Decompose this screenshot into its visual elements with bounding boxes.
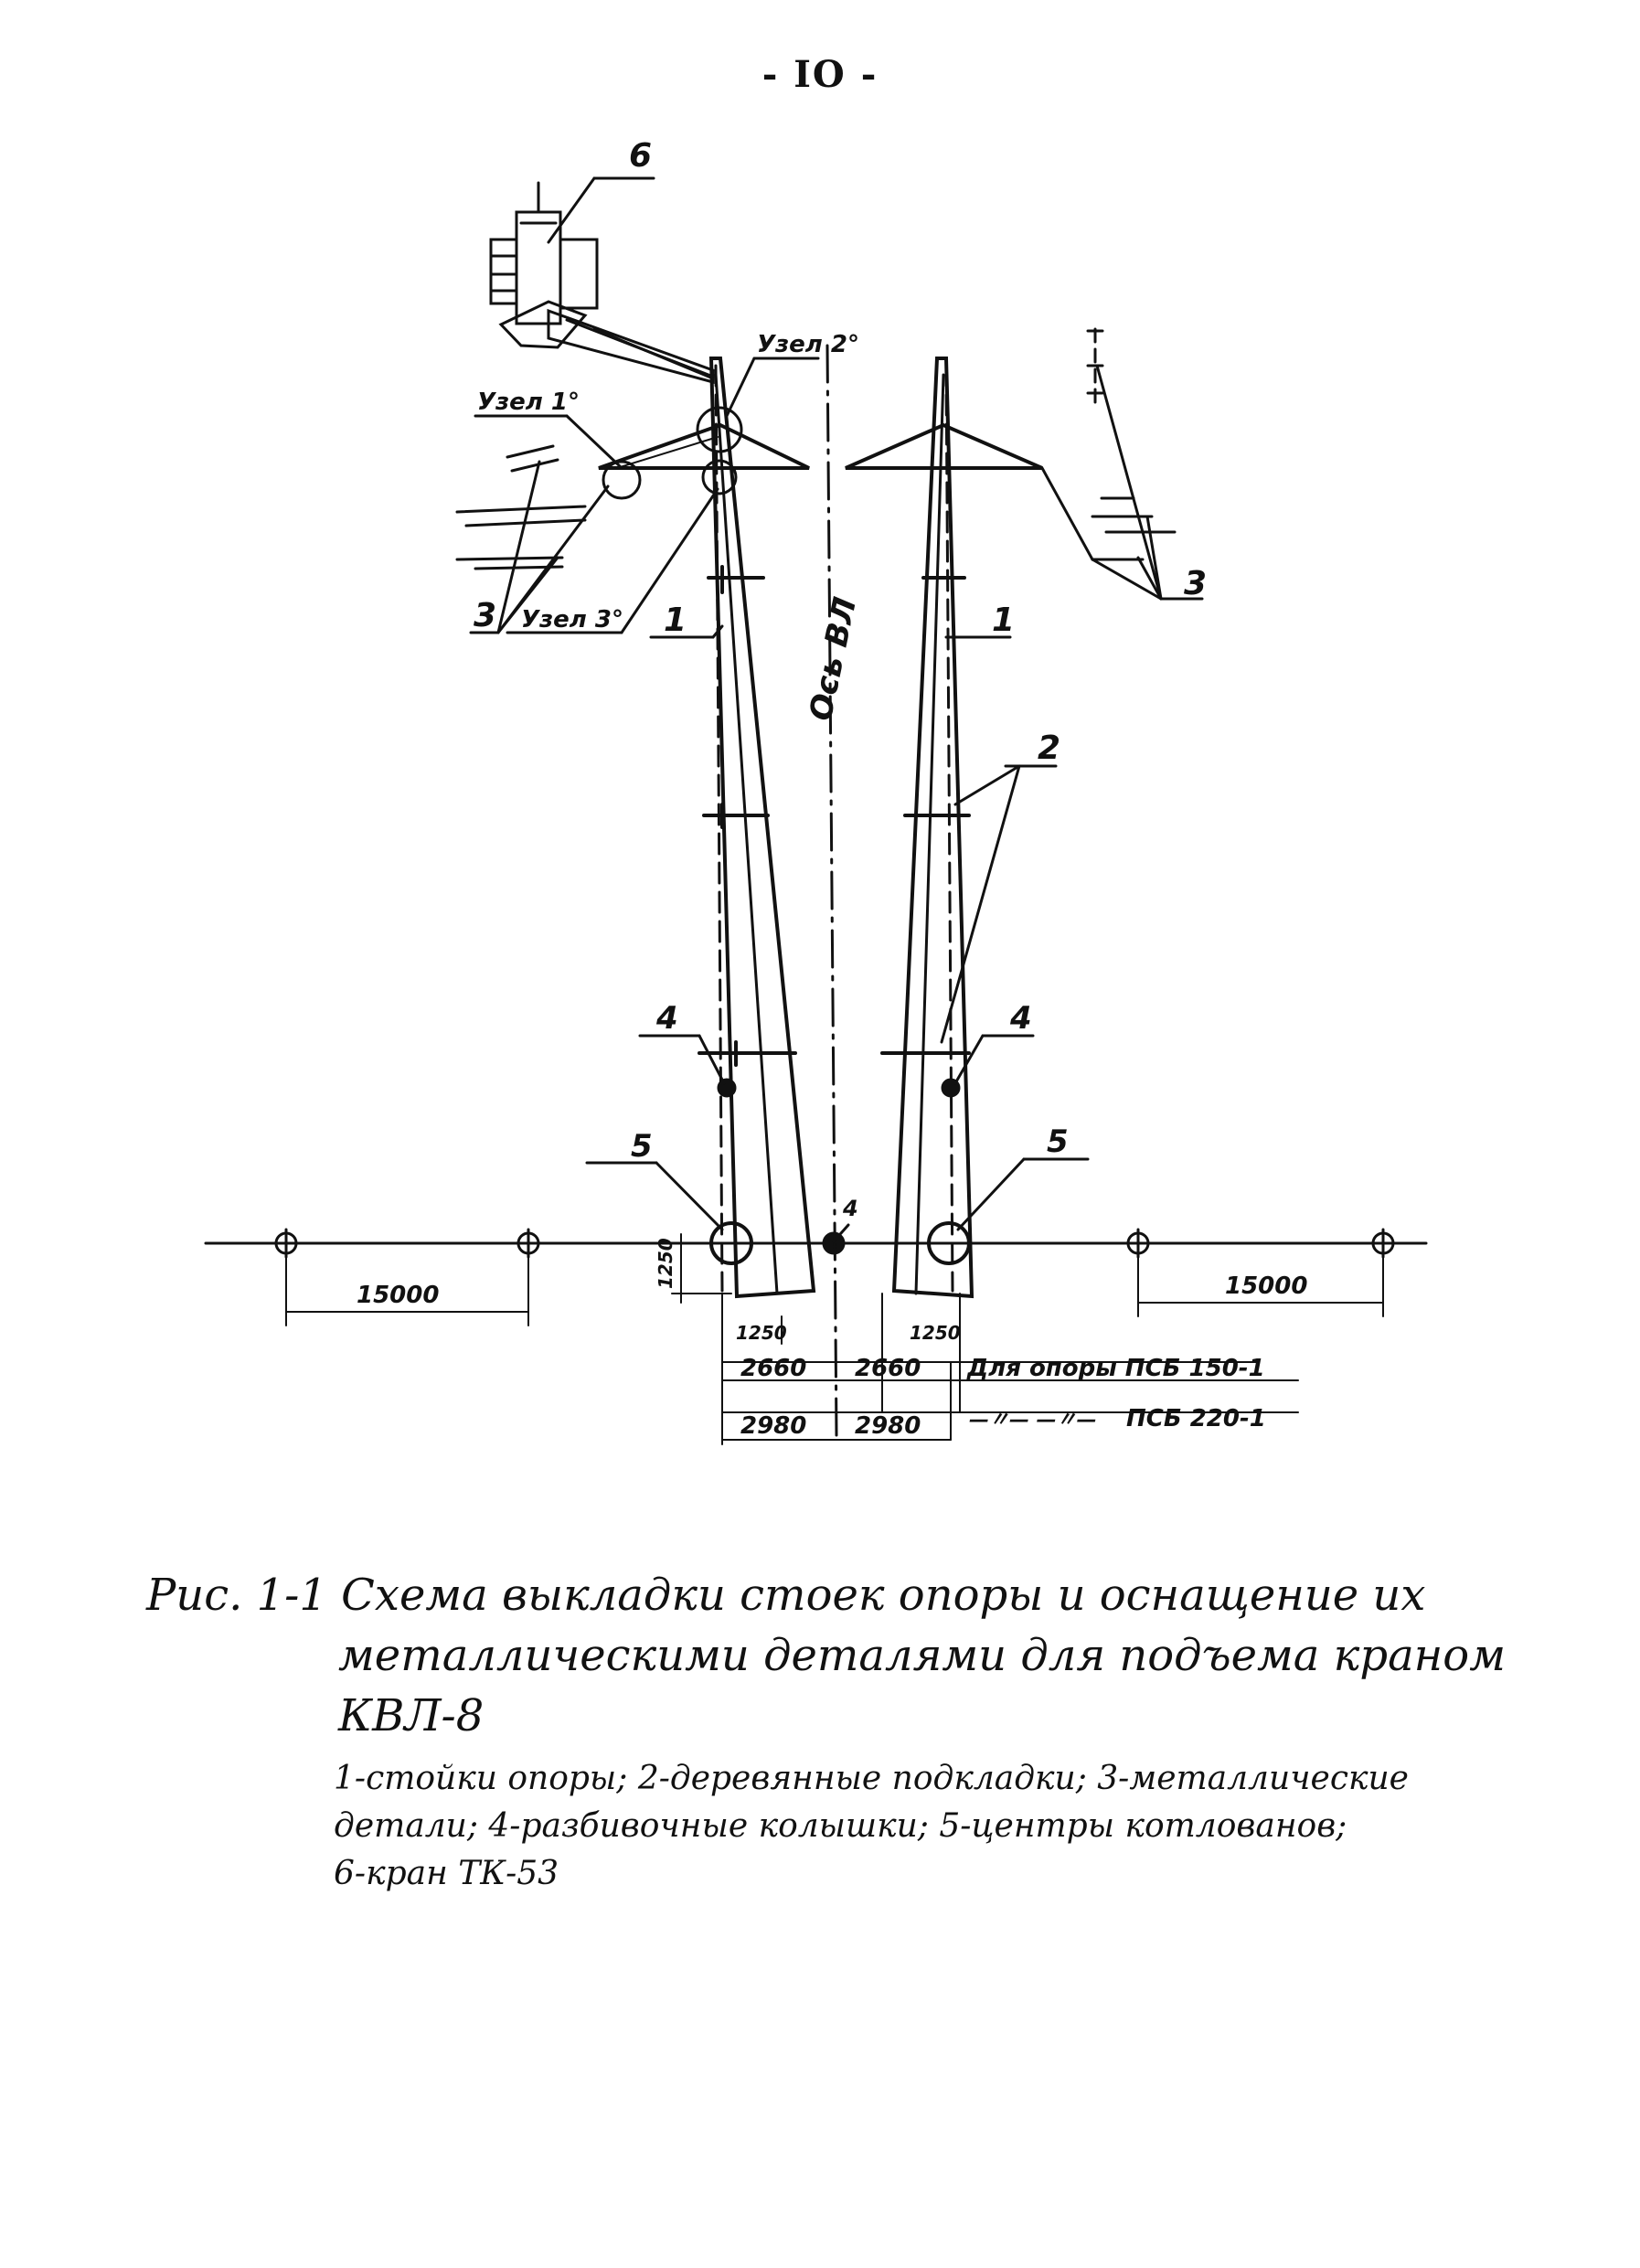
dim-span-left: 15000 — [357, 1282, 439, 1309]
node-label-2: Узел 2° — [757, 331, 859, 358]
dim-row2-note: ПСБ 220-1 — [1126, 1405, 1266, 1432]
callout-pole-right: 1 — [992, 602, 1015, 639]
metal-parts-left — [455, 444, 587, 570]
callout-metal-left: 3 — [474, 597, 496, 634]
caption-title-line1: Рис. 1-1 Схема выкладки стоек опоры и ос… — [146, 1570, 1426, 1621]
node-label-1: Узел 1° — [477, 389, 580, 416]
pole-right — [845, 357, 1043, 1299]
dim-row1-left: 2660 — [740, 1355, 806, 1382]
callout-peg-right: 4 — [1009, 1000, 1032, 1037]
callout-peg-axis: 4 — [842, 1196, 858, 1221]
callout-peg-left: 4 — [655, 1000, 678, 1037]
callout-pads: 2 — [1038, 729, 1060, 767]
legend-line-1: 1-стойки опоры; 2-деревянные подкладки; … — [334, 1760, 1409, 1797]
leader-lines — [469, 176, 1204, 1243]
figure-legend: 1-стойки опоры; 2-деревянные подкладки; … — [334, 1755, 1522, 1898]
dim-row2-right: 2980 — [855, 1412, 921, 1440]
dim-row2-left: 2980 — [740, 1412, 806, 1440]
dim-row2-ditto: —〃— —〃— — [969, 1409, 1097, 1432]
dim-row1-note: Для опоры ПСБ 150-1 — [966, 1355, 1265, 1382]
caption-title-line2: металлическими деталями для подъема кран… — [338, 1630, 1506, 1741]
callout-pit-left: 5 — [631, 1128, 653, 1165]
node-label-3: Узел 3° — [521, 606, 623, 634]
pole-left — [598, 357, 816, 1299]
dim-row1-right: 2660 — [855, 1355, 921, 1382]
dim-offset-right: 1250 — [910, 1322, 961, 1344]
dim-offset-left: 1250 — [736, 1322, 787, 1344]
metal-parts-right — [1040, 327, 1177, 561]
line-axis — [825, 344, 838, 1437]
page-number: - IO - — [761, 53, 879, 96]
callout-pole-left: 1 — [664, 602, 687, 639]
callout-crane: 6 — [629, 137, 652, 175]
dimension-lines — [285, 1233, 1384, 1445]
legend-line-3: 6-кран ТК-53 — [334, 1855, 559, 1892]
axis-label: Ось ВЛ — [803, 594, 865, 724]
legend-line-2: детали; 4-разбивочные колышки; 5-центры … — [334, 1807, 1347, 1845]
crane-tk53 — [489, 181, 715, 384]
callout-metal-right: 3 — [1184, 565, 1207, 602]
dim-offset-vertical: 1250 — [655, 1238, 676, 1289]
dim-span-right: 15000 — [1225, 1272, 1307, 1300]
callout-pit-right: 5 — [1047, 1123, 1069, 1160]
figure-caption: Рис. 1-1 Схема выкладки стоек опоры и ос… — [146, 1565, 1554, 1746]
